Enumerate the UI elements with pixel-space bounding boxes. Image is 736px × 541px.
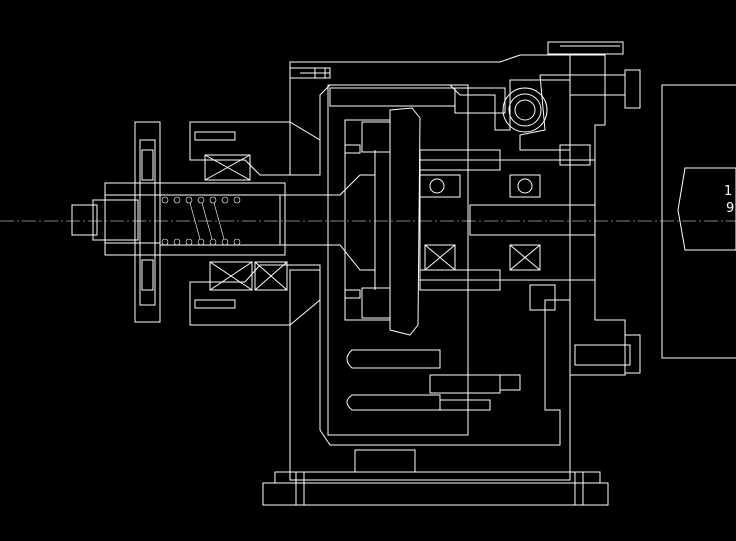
worm-gear	[502, 74, 571, 311]
top-flange	[289, 41, 624, 79]
spring-coil	[161, 196, 241, 246]
base-plate	[262, 449, 609, 506]
lower-cavity	[346, 349, 521, 411]
callout-1: 1	[724, 184, 732, 199]
input-bearing-housing	[189, 121, 321, 326]
right-end-cover	[559, 54, 641, 376]
callout-9: 9	[726, 201, 734, 216]
output-shaft	[419, 149, 596, 291]
main-housing	[289, 54, 571, 481]
motor-block	[661, 84, 736, 359]
friction-disc	[279, 107, 421, 336]
callout-labels: 1 9	[724, 184, 734, 216]
input-pulley	[134, 121, 161, 323]
input-shaft	[71, 182, 286, 256]
